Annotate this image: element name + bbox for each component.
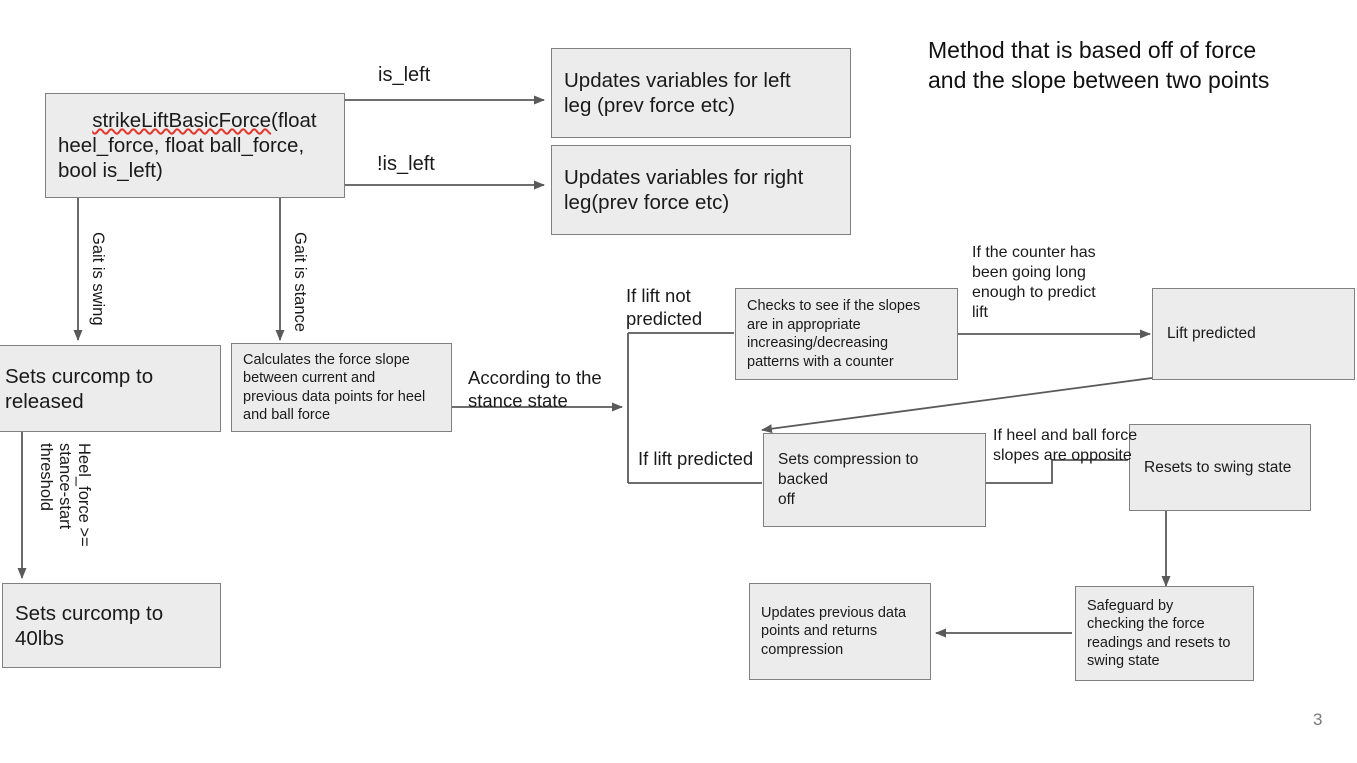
slide-title: Method that is based off of force and th… bbox=[928, 37, 1270, 93]
edge-label-not-is-left: !is_left bbox=[377, 153, 435, 175]
node-update-right-leg[interactable]: Updates variables for right leg(prev for… bbox=[551, 145, 851, 235]
edge-label-if-lift-not-predicted: If lift not predicted bbox=[626, 285, 703, 329]
node-resets-to-swing-state[interactable]: Resets to swing state bbox=[1129, 424, 1311, 511]
node-lift-predicted[interactable]: Lift predicted bbox=[1152, 288, 1355, 380]
edge-label-is-left: is_left bbox=[378, 64, 431, 86]
entry-function-name: strikeLiftBasicForce bbox=[92, 109, 272, 132]
edge-label-if-lift-predicted: If lift predicted bbox=[638, 448, 754, 469]
edge-label-slopes-are-opposite: If heel and ball force slopes are opposi… bbox=[993, 427, 1138, 464]
node-safeguard[interactable]: Safeguard by checking the force readings… bbox=[1075, 586, 1254, 681]
edge-label-heel-force-threshold: Heel_force >= stance-start threshold bbox=[37, 443, 93, 547]
node-entry-function[interactable]: strikeLiftBasicForce(float heel_force, f… bbox=[45, 93, 345, 198]
node-sets-compression-backed-off[interactable]: Sets compression to backed off bbox=[763, 433, 986, 527]
entry-function-signature: (float heel_force, float ball_force, boo… bbox=[58, 109, 317, 182]
node-updates-previous-data[interactable]: Updates previous data points and returns… bbox=[749, 583, 931, 680]
edge-label-according-to-stance-state: According to the stance state bbox=[468, 367, 602, 411]
page-number: 3 bbox=[1313, 710, 1323, 729]
edge-label-gait-is-swing: Gait is swing bbox=[89, 232, 107, 326]
node-sets-curcomp-released[interactable]: Sets curcomp to released bbox=[0, 345, 221, 432]
node-update-left-leg[interactable]: Updates variables for left leg (prev for… bbox=[551, 48, 851, 138]
edge-label-counter-long-enough: If the counter has been going long enoug… bbox=[972, 244, 1096, 321]
node-sets-curcomp-40lbs[interactable]: Sets curcomp to 40lbs bbox=[2, 583, 221, 668]
node-calculates-force-slope[interactable]: Calculates the force slope between curre… bbox=[231, 343, 452, 432]
node-checks-slopes[interactable]: Checks to see if the slopes are in appro… bbox=[735, 288, 958, 380]
edge-label-gait-is-stance: Gait is stance bbox=[291, 232, 309, 332]
